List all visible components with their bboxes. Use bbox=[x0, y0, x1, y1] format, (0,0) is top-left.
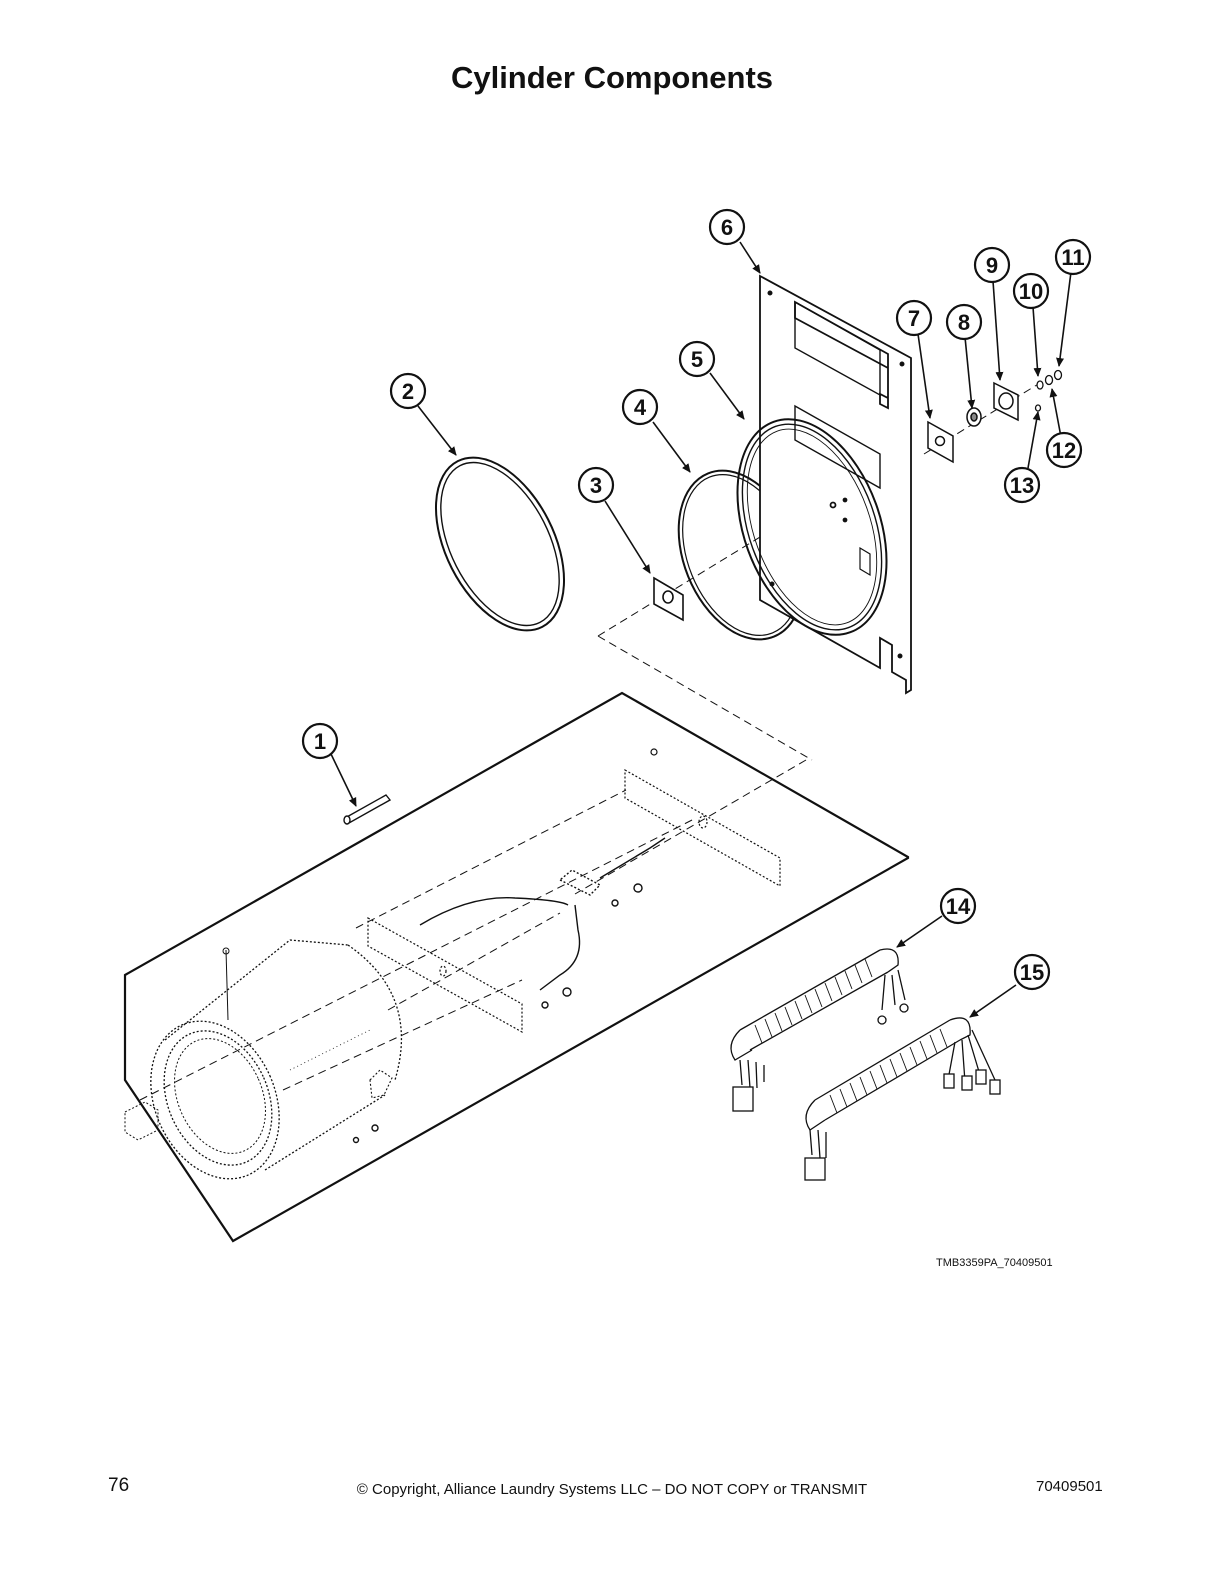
middle-bracket bbox=[367, 916, 523, 1034]
callout-10: 10 bbox=[1012, 272, 1050, 310]
part-2-gasket bbox=[434, 456, 566, 632]
callout-12: 12 bbox=[1045, 431, 1083, 469]
callout-9: 9 bbox=[973, 246, 1011, 284]
svg-text:11: 11 bbox=[1061, 245, 1084, 270]
callout-3: 3 bbox=[577, 466, 615, 504]
figure-reference: TMB3359PA_70409501 bbox=[936, 1257, 1053, 1269]
svg-text:8: 8 bbox=[958, 310, 970, 335]
callout-8: 8 bbox=[945, 303, 983, 341]
drum-wire-harness bbox=[352, 837, 666, 1144]
drum-bracket bbox=[124, 1101, 159, 1141]
parts-10-13-hardware bbox=[1034, 369, 1063, 412]
callout-15: 15 bbox=[1013, 953, 1051, 991]
svg-text:9: 9 bbox=[986, 253, 998, 278]
part-8-bearing bbox=[966, 407, 982, 427]
part-5-ring bbox=[736, 418, 888, 636]
svg-text:2: 2 bbox=[402, 379, 414, 404]
page-number: 76 bbox=[108, 1475, 130, 1496]
part-9-housing bbox=[993, 381, 1019, 422]
part-14-hose bbox=[730, 948, 909, 1112]
part-7-plate bbox=[927, 420, 954, 464]
callout-6: 6 bbox=[708, 208, 746, 246]
svg-text:3: 3 bbox=[590, 473, 602, 498]
svg-text:12: 12 bbox=[1052, 438, 1076, 463]
inset-panel bbox=[123, 691, 910, 1243]
svg-text:5: 5 bbox=[691, 347, 703, 372]
callout-2: 2 bbox=[389, 372, 427, 410]
leader-arrows bbox=[330, 241, 1072, 1018]
callout-11: 11 bbox=[1054, 238, 1092, 276]
part-3-bracket bbox=[653, 576, 684, 622]
callout-4: 4 bbox=[621, 388, 659, 426]
svg-text:6: 6 bbox=[721, 215, 733, 240]
document-number: 70409501 bbox=[1036, 1478, 1103, 1495]
svg-text:4: 4 bbox=[634, 395, 647, 420]
callout-13: 13 bbox=[1003, 466, 1041, 504]
page-title: Cylinder Components bbox=[450, 60, 774, 95]
svg-text:15: 15 bbox=[1020, 960, 1044, 985]
svg-text:14: 14 bbox=[946, 894, 971, 919]
part-15-hose bbox=[804, 1017, 1001, 1181]
cylinder-drum bbox=[150, 939, 403, 1180]
svg-text:10: 10 bbox=[1019, 279, 1043, 304]
callout-1: 1 bbox=[301, 722, 339, 760]
part-1-pin bbox=[343, 794, 392, 825]
rear-bracket bbox=[624, 748, 781, 888]
callout-5: 5 bbox=[678, 340, 716, 378]
callout-14: 14 bbox=[939, 887, 977, 925]
svg-text:1: 1 bbox=[314, 729, 326, 754]
svg-text:13: 13 bbox=[1010, 473, 1034, 498]
svg-text:7: 7 bbox=[908, 306, 920, 331]
callout-7: 7 bbox=[895, 299, 933, 337]
copyright-notice: © Copyright, Alliance Laundry Systems LL… bbox=[356, 1481, 868, 1498]
